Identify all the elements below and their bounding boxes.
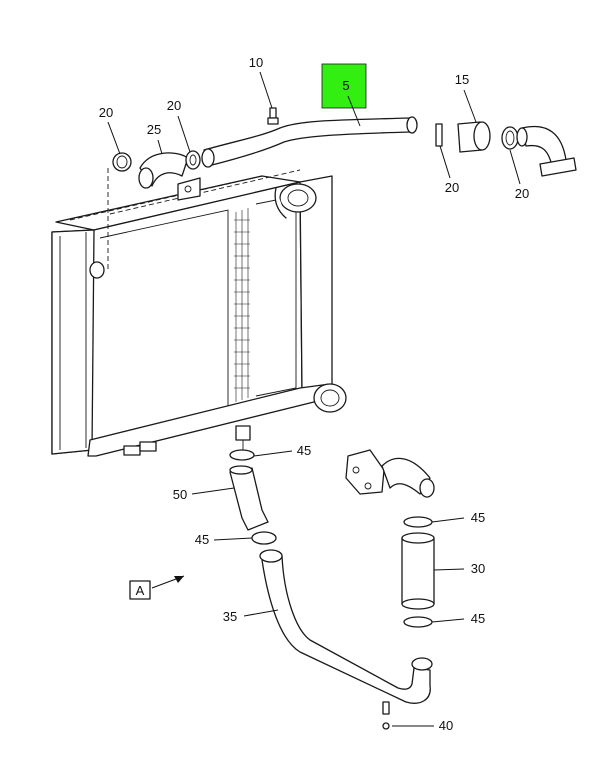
callout-30[interactable]: 30: [471, 561, 485, 576]
callout-20-left[interactable]: 20: [99, 105, 113, 120]
view-a-indicator: A: [129, 575, 185, 600]
hose-30: [401, 532, 435, 610]
callout-20-right[interactable]: 20: [515, 186, 529, 201]
callout-labels: 10 15 20 20 25 20 20 45 50 45 45 30 45 3…: [99, 55, 529, 733]
callout-45-upper-left[interactable]: 45: [297, 443, 311, 458]
elbow-outlet: [516, 125, 577, 177]
highlight-box: [321, 63, 367, 109]
clamp-45-upper-right: [403, 516, 433, 528]
callout-40[interactable]: 40: [439, 718, 453, 733]
outlet-bracket: [345, 449, 435, 498]
clamp-20-left: [112, 152, 132, 172]
hose-50: [229, 465, 269, 531]
hose-15: [457, 121, 491, 153]
tube-35: [259, 549, 433, 704]
callout-20-gasket[interactable]: 20: [445, 180, 459, 195]
clamp-45-lower-left: [251, 531, 277, 545]
charge-air-tube: [201, 116, 418, 168]
callout-5-highlight[interactable]: 5: [321, 63, 367, 127]
callout-45-lower-left[interactable]: 45: [195, 532, 209, 547]
callout-15[interactable]: 15: [455, 72, 469, 87]
callout-10[interactable]: 10: [249, 55, 263, 70]
sensor-10: [267, 107, 279, 125]
view-a-label: A: [136, 583, 145, 598]
hose-25: [138, 152, 189, 189]
callout-5: 5: [342, 78, 349, 93]
callout-35[interactable]: 35: [223, 609, 237, 624]
callout-45-lower-right[interactable]: 45: [471, 611, 485, 626]
gasket-20: [435, 123, 443, 147]
callout-50[interactable]: 50: [173, 487, 187, 502]
clamp-20-right: [501, 126, 519, 150]
radiator-assembly: [51, 168, 347, 457]
callout-20-middle[interactable]: 20: [167, 98, 181, 113]
clamp-45-upper-left: [229, 449, 255, 461]
drain-40: [382, 701, 390, 730]
clamp-20-middle: [185, 150, 201, 170]
clamp-45-lower-right: [403, 616, 433, 628]
callout-45-upper-right[interactable]: 45: [471, 510, 485, 525]
callout-25[interactable]: 25: [147, 122, 161, 137]
